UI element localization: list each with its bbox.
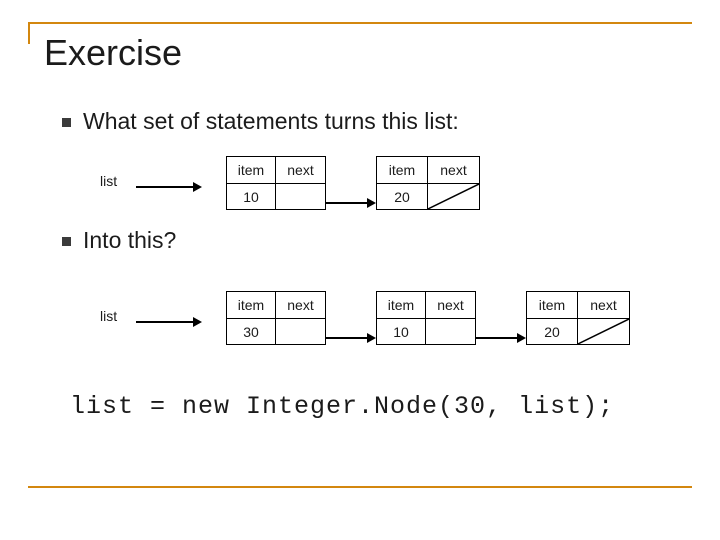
diagram2-pointer-label: list: [100, 308, 118, 324]
diagram1-node-2: item next 20: [376, 156, 480, 210]
diagram2-link-arrow-1: [326, 333, 376, 343]
diagram2-node-3: item next 20: [526, 291, 630, 345]
square-bullet-icon: [62, 237, 71, 246]
node-next-pointer: [426, 319, 475, 345]
diagram1-pointer-label: list: [100, 173, 118, 189]
node-header-next: next: [437, 297, 464, 313]
node-header-item: item: [377, 292, 426, 318]
square-bullet-icon: [62, 118, 71, 127]
page-title: Exercise: [44, 32, 183, 73]
top-divider: [28, 22, 692, 24]
node-value: 20: [377, 184, 428, 210]
node-value: 30: [227, 319, 276, 345]
node-header-next: next: [440, 162, 467, 178]
node-value: 10: [227, 184, 276, 210]
code-line: list = new Integer.Node(30, list);: [70, 392, 615, 421]
node-null-pointer: [578, 319, 629, 345]
diagram1-node-1: item next 10: [226, 156, 326, 210]
node-value: 20: [527, 319, 578, 345]
bullet-item-1: What set of statements turns this list:: [62, 108, 459, 134]
node-header-item: item: [227, 157, 276, 183]
node-header-next: next: [287, 162, 314, 178]
node-next-pointer: [276, 319, 325, 345]
diagram2-node-1: item next 30: [226, 291, 326, 345]
node-header-next: next: [590, 297, 617, 313]
diagram2-link-arrow-2: [476, 333, 526, 343]
node-value: 10: [377, 319, 426, 345]
diagram1-pointer-arrow: [136, 182, 202, 192]
node-header-next: next: [287, 297, 314, 313]
null-slash-icon: [428, 184, 479, 210]
bullet-item-2: Into this?: [62, 227, 176, 253]
node-header-item: item: [527, 292, 578, 318]
left-accent-bar: [28, 22, 30, 44]
null-slash-icon: [578, 319, 629, 345]
node-header-item: item: [227, 292, 276, 318]
diagram2-pointer-arrow: [136, 317, 202, 327]
node-header-item: item: [377, 157, 428, 183]
diagram1-link-arrow-1: [326, 198, 376, 208]
node-next-pointer: [276, 184, 325, 210]
diagram2-node-2: item next 10: [376, 291, 476, 345]
bullet-label-1: What set of statements turns this list:: [83, 108, 459, 134]
bottom-divider: [28, 486, 692, 488]
node-null-pointer: [428, 184, 479, 210]
bullet-label-2: Into this?: [83, 227, 177, 253]
